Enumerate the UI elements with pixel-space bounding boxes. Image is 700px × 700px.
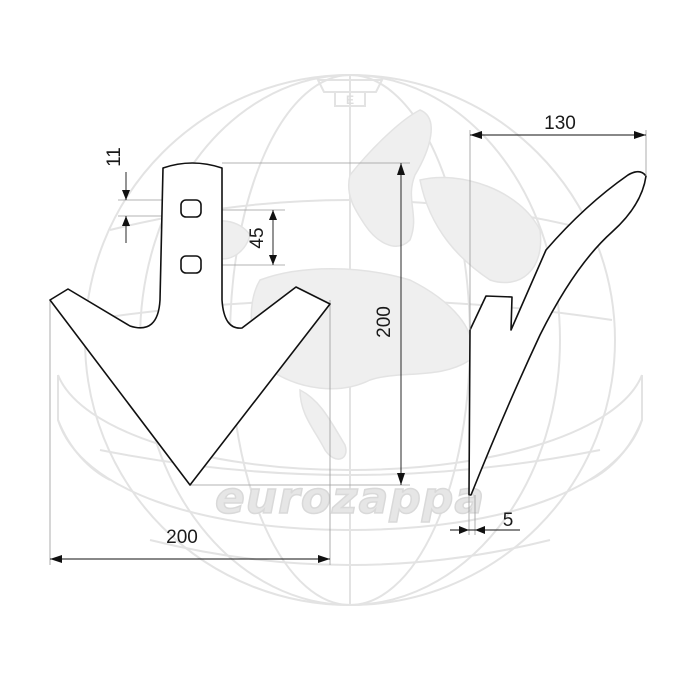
dim-depth-arrow-right [634, 131, 646, 139]
front-view-blade [49, 162, 331, 486]
watermark-italy [299, 388, 347, 460]
dim-thickness-arrow-right [475, 526, 485, 534]
watermark-brand-text: eurozappa [215, 473, 485, 524]
mounting-hole-top [180, 199, 202, 218]
dim-slot-offset-label: 11 [104, 147, 125, 167]
dim-thickness-arrow-left [459, 526, 469, 534]
logo-cap [316, 79, 384, 93]
dim-width-label: 200 [166, 527, 198, 548]
dim-hole-arrow-down [269, 255, 277, 265]
dim-width-arrow-left [50, 555, 62, 563]
banner-top-edge [57, 374, 643, 472]
dim-height-label: 200 [374, 306, 395, 338]
banner-bottom-edge [57, 375, 643, 532]
dim-hole-spacing-label: 45 [247, 227, 268, 248]
dim-width-arrow-right [318, 555, 330, 563]
logo-letter: E [346, 93, 354, 107]
watermark-logo: E [316, 79, 384, 107]
logo-box [334, 91, 366, 107]
blade-outline [49, 162, 331, 486]
front-view-dimensions: 11 45 200 200 [50, 147, 405, 563]
side-view-blade [468, 170, 647, 496]
side-profile-outline [468, 170, 647, 496]
side-view-dimensions: 130 5 [450, 113, 647, 535]
dim-height-arrow-up [397, 163, 405, 175]
dim-height-arrow-down [397, 473, 405, 485]
dim-slot-arrow-down [122, 190, 130, 200]
dim-slot-arrow-up [122, 216, 130, 226]
dim-hole-arrow-up [269, 210, 277, 220]
dim-depth-label: 130 [544, 113, 576, 134]
globe-parallel-4 [149, 539, 551, 566]
dim-depth-arrow-left [470, 131, 482, 139]
front-view-extension-lines [49, 162, 410, 565]
mounting-hole-bottom [180, 255, 202, 274]
dim-thickness-label: 5 [503, 510, 514, 531]
watermark-east [419, 176, 542, 284]
banner-fold-left [57, 419, 111, 481]
watermark-scandinavia [348, 109, 432, 247]
globe-parallel-3 [99, 449, 601, 476]
banner-fold-right [589, 419, 643, 481]
